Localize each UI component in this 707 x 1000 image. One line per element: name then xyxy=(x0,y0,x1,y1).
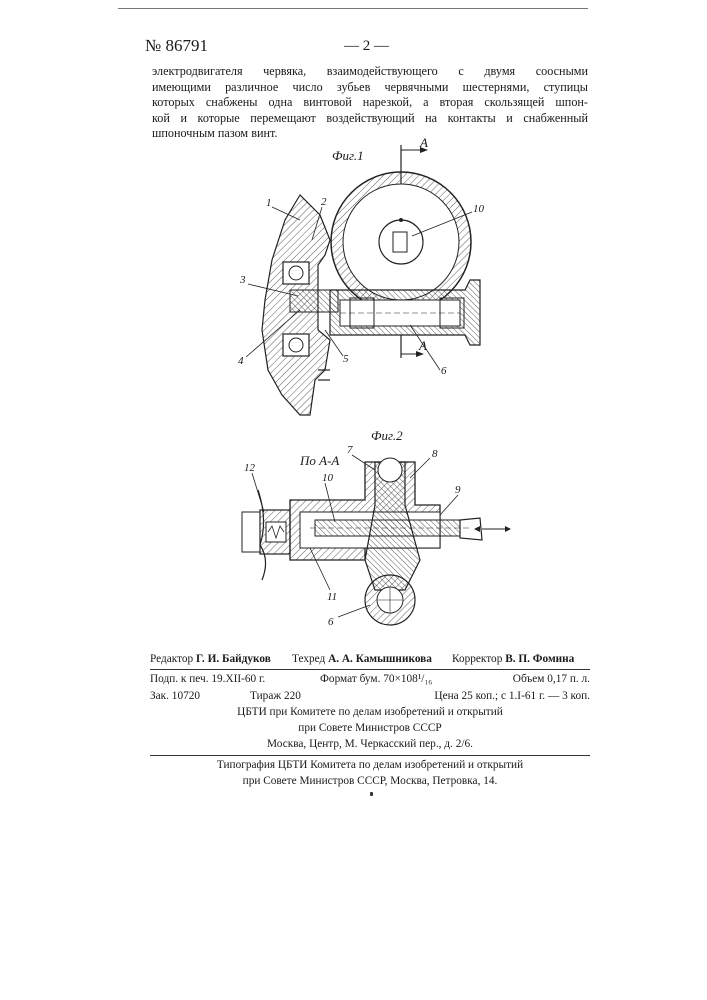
contact-assembly xyxy=(242,490,290,580)
callout-4: 4 xyxy=(238,355,244,367)
publisher-line-1: ЦБТИ при Комитете по делам изобретений и… xyxy=(150,706,590,718)
callout-11: 11 xyxy=(327,591,337,603)
callout-12: 12 xyxy=(244,462,256,474)
credits-rule-1 xyxy=(150,669,590,670)
ink-speck xyxy=(370,792,373,796)
callout-3: 3 xyxy=(239,274,246,286)
section-line-bottom: А xyxy=(401,335,427,358)
credits-rule-2 xyxy=(150,755,590,756)
corrector-name: В. П. Фомина xyxy=(505,653,574,665)
corrector-label: Корректор xyxy=(452,653,502,665)
figure-1-title: Фиг.1 xyxy=(332,148,364,163)
signed-date: Подп. к печ. 19.XII-60 г. xyxy=(150,673,265,685)
print-run: Тираж 220 xyxy=(250,690,301,702)
editor-name: Г. И. Байдуков xyxy=(196,653,271,665)
bearing-upper xyxy=(283,262,309,284)
worm-section xyxy=(365,575,415,625)
printer-line-2: при Совете Министров СССР, Москва, Петро… xyxy=(150,775,590,787)
volume: Объем 0,17 п. л. xyxy=(513,673,590,685)
bearing-lower xyxy=(283,334,309,356)
callout-10-fig2: 10 xyxy=(322,472,334,484)
callout-6: 6 xyxy=(441,365,447,377)
credits-staff-row: Редактор Г. И. Байдуков Техред А. А. Кам… xyxy=(150,653,590,665)
techred-label: Техред xyxy=(292,653,325,665)
credits-order-row: Зак. 10720 Тираж 220 Цена 25 коп.; с 1.I… xyxy=(150,690,590,702)
callout-10: 10 xyxy=(473,203,485,215)
callout-6-fig2: 6 xyxy=(328,616,334,628)
printer-line-1: Типография ЦБТИ Комитета по делам изобре… xyxy=(150,759,590,771)
figure-2-title: Фиг.2 xyxy=(371,428,403,443)
editor-label: Редактор xyxy=(150,653,193,665)
callout-7: 7 xyxy=(347,444,353,456)
order-number: Зак. 10720 xyxy=(150,690,200,702)
callout-9: 9 xyxy=(455,484,461,496)
figure-1-drawing: Фиг.1 А xyxy=(0,0,707,640)
paper-format: Формат бум. 70×108¹/₁₆ xyxy=(320,673,432,685)
callout-8: 8 xyxy=(432,448,438,460)
price: Цена 25 коп.; с 1.I-61 г. — 3 коп. xyxy=(434,690,590,702)
callout-2: 2 xyxy=(321,196,327,208)
section-mark-bottom: А xyxy=(418,338,427,353)
publisher-line-3: Москва, Центр, М. Черкасский пер., д. 2/… xyxy=(150,738,590,750)
callout-5: 5 xyxy=(343,353,349,365)
section-label: По А-А xyxy=(299,453,339,468)
publisher-line-2: при Совете Министров СССР xyxy=(150,722,590,734)
section-mark-top: А xyxy=(419,135,428,150)
techred-name: А. А. Камышникова xyxy=(328,653,432,665)
callout-1: 1 xyxy=(266,197,272,209)
credits-print-row: Подп. к печ. 19.XII-60 г. Формат бум. 70… xyxy=(150,673,590,685)
